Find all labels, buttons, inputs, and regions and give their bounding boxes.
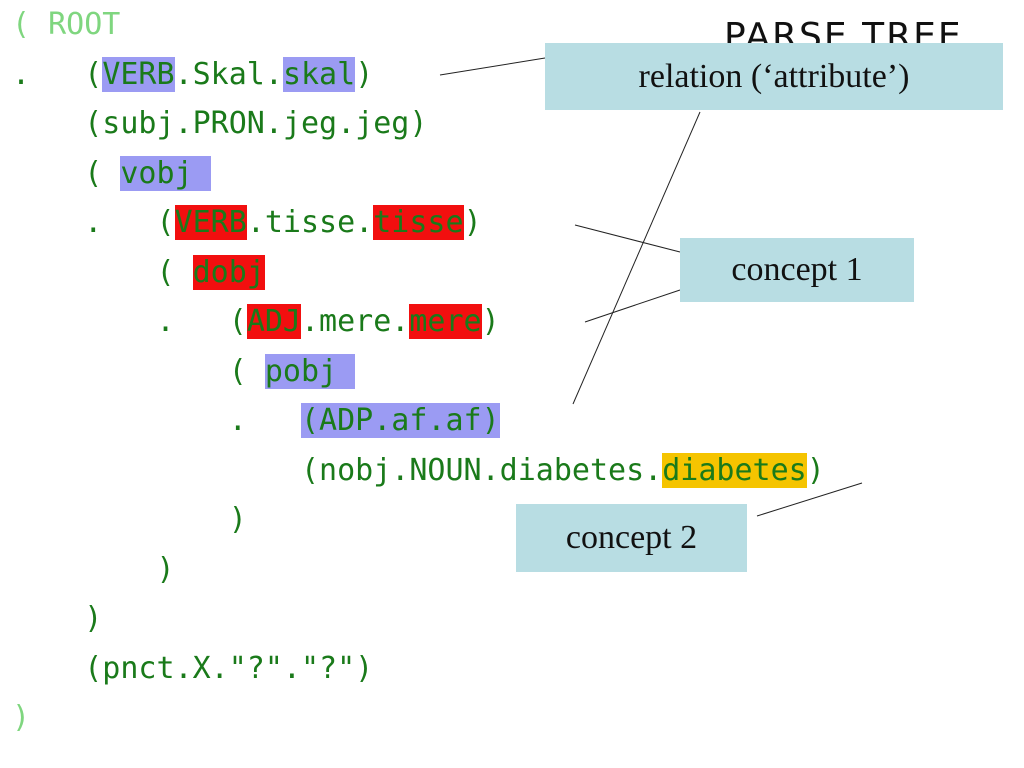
highlight-light: ( ROOT [12, 7, 121, 42]
code-token: ) [12, 551, 175, 587]
code-line: ) [12, 693, 30, 743]
code-line: ) [12, 545, 175, 595]
code-token: .tisse. [246, 205, 374, 240]
code-token: ) [463, 205, 482, 240]
code-token: ( [12, 353, 265, 389]
code-line: . (ADP.af.af) [12, 396, 500, 446]
highlight-blue: (ADP.af.af) [300, 403, 500, 438]
highlight-light: ) [12, 700, 31, 735]
code-line: . (VERB.tisse.tisse) [12, 198, 482, 248]
code-token: (subj.PRON.jeg.jeg) [12, 106, 428, 141]
code-line: ( pobj [12, 347, 356, 397]
slide-title: PARSE TREE [724, 16, 963, 46]
code-token: ( [12, 254, 193, 290]
code-token: ) [12, 601, 103, 636]
code-token: . ( [12, 56, 103, 92]
highlight-red: dobj [192, 254, 265, 290]
code-token: .mere. [301, 304, 410, 339]
code-token: (pnct.X."?"."?") [12, 650, 374, 686]
code-line: ) [12, 495, 247, 545]
code-token: . [12, 403, 301, 438]
highlight-blue: vobj [120, 155, 211, 191]
code-token: .Skal. [174, 56, 283, 92]
code-line: ( vobj [12, 149, 211, 199]
highlight-red: tisse [373, 205, 464, 240]
relation-connector-verb [439, 57, 546, 76]
code-line: ( dobj [12, 248, 265, 298]
code-line: ) [12, 594, 102, 644]
highlight-blue: pobj [264, 353, 356, 389]
code-token: ) [481, 304, 500, 339]
code-line: . (ADJ.mere.mere) [12, 297, 500, 347]
highlight-blue: skal [282, 56, 356, 92]
code-token: ) [12, 502, 247, 537]
highlight-red: mere [409, 304, 482, 339]
code-line: ( ROOT [12, 0, 120, 50]
callout-concept-2: concept 2 [516, 504, 747, 572]
code-token: . ( [12, 205, 175, 240]
highlight-blue: VERB [102, 56, 175, 92]
code-token: ) [806, 452, 825, 488]
concept2-connector-diabetes [756, 482, 863, 517]
code-line: . (VERB.Skal.skal) [12, 50, 373, 100]
callout-relation: relation (‘attribute’) [545, 43, 1003, 110]
highlight-yellow: diabetes [662, 452, 807, 488]
relation-connector-adp [572, 111, 701, 405]
code-token: ( [12, 155, 121, 191]
code-line: (nobj.NOUN.diabetes.diabetes) [12, 446, 825, 496]
code-line: (pnct.X."?"."?") [12, 644, 373, 694]
code-token: (nobj.NOUN.diabetes. [12, 452, 663, 488]
concept1-connector-mere [584, 289, 681, 323]
code-token: . ( [12, 304, 247, 339]
highlight-red: ADJ [246, 304, 301, 339]
callout-concept-1: concept 1 [680, 238, 914, 302]
concept1-connector-tisse [574, 224, 681, 253]
code-line: (subj.PRON.jeg.jeg) [12, 99, 427, 149]
highlight-red: VERB [174, 205, 247, 240]
code-token: ) [355, 56, 374, 92]
